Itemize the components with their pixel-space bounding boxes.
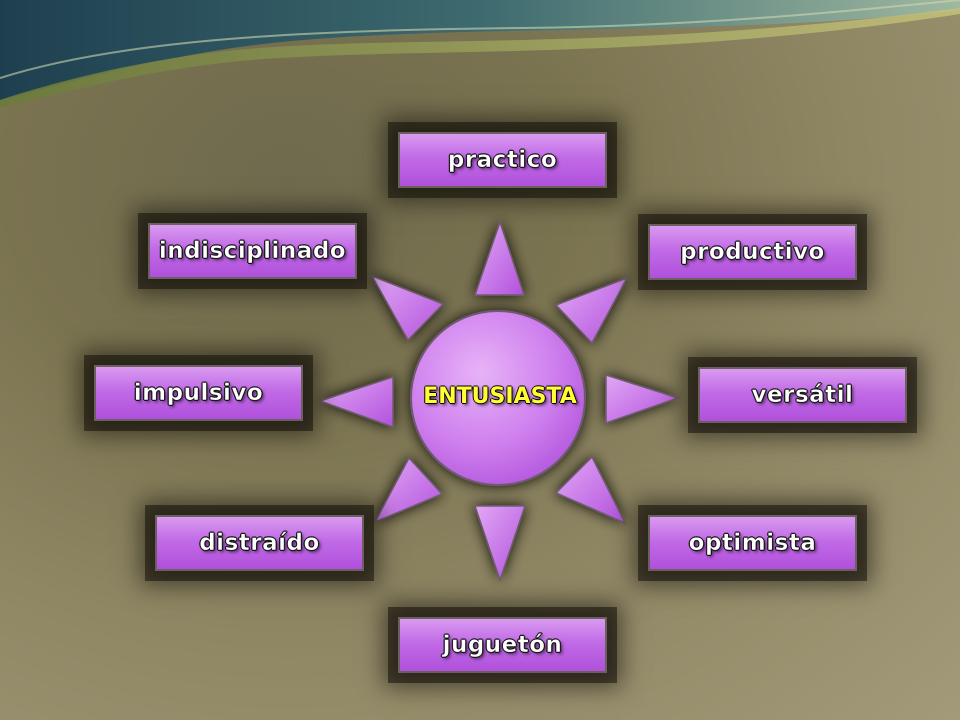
node-productivo: productivo [648, 224, 857, 280]
ray-left [317, 375, 394, 429]
ray-up-right [554, 276, 629, 345]
center-circle [410, 310, 586, 486]
node-label: productivo [680, 239, 825, 266]
node-indisciplinado: indisciplinado [148, 223, 357, 279]
node-label: distraído [199, 530, 320, 557]
top-wave-decoration [0, 0, 960, 108]
node-optimista: optimista [648, 515, 857, 571]
ray-right [605, 373, 681, 425]
ray-down-right [554, 455, 627, 525]
ray-up [473, 219, 526, 296]
node-impulsivo: impulsivo [94, 365, 303, 421]
center-label: ENTUSIASTA [423, 384, 577, 409]
node-label: indisciplinado [158, 238, 347, 265]
sun-rays [317, 219, 681, 583]
node-label: versátil [751, 382, 854, 409]
node-distraido: distraído [155, 515, 364, 571]
node-versatil: versátil [698, 367, 907, 423]
node-label: juguetón [442, 632, 563, 659]
node-practico: practico [398, 132, 607, 188]
node-label: impulsivo [133, 380, 264, 407]
node-label: practico [447, 147, 558, 174]
ray-down-left [373, 456, 444, 524]
ray-up-left [370, 274, 445, 342]
node-label: optimista [688, 530, 817, 557]
node-jugueton: juguetón [398, 617, 607, 673]
ray-down [473, 505, 527, 583]
